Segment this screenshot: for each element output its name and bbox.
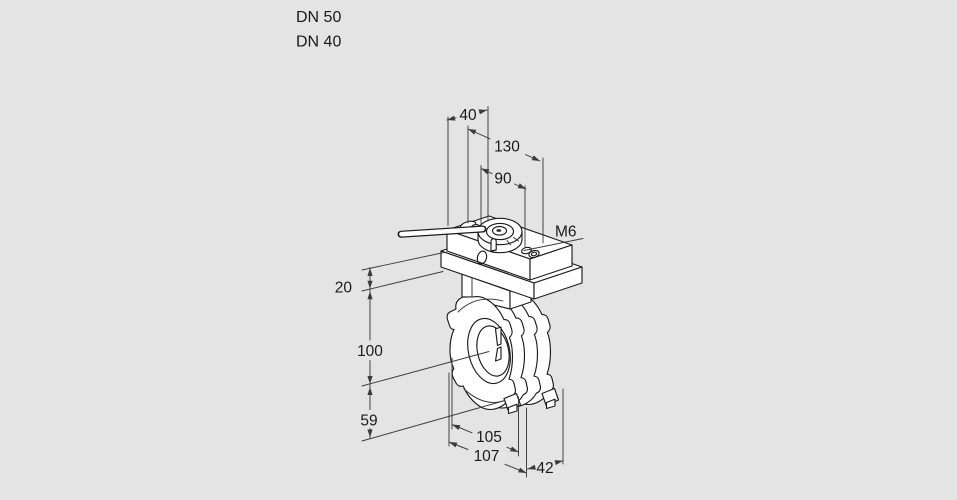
dim-90-label: 90: [494, 171, 512, 188]
dn50-label: DN 50: [296, 9, 341, 26]
butterfly-valve-body: [446, 273, 560, 415]
dimension-107: 107: [448, 441, 527, 474]
actuator-shaft-top: [477, 217, 523, 254]
dn40-label: DN 40: [296, 34, 341, 51]
dim-130-label: 130: [494, 139, 520, 156]
m6-callout: M6: [523, 224, 584, 251]
valve-bottom-tab: [503, 392, 522, 415]
actuator: [397, 215, 583, 300]
hand-lever: [397, 225, 487, 238]
dim-59-label: 59: [360, 413, 377, 430]
m6-holes: [521, 246, 540, 259]
dim-107-label: 107: [474, 448, 500, 465]
dim-105-label: 105: [476, 429, 502, 446]
dimension-130: 130: [467, 128, 541, 162]
valve-bore: [467, 317, 511, 385]
butterfly-disc-edge: [494, 346, 502, 362]
housing-front-oval-hole: [476, 250, 488, 265]
dim-100-label: 100: [357, 343, 383, 360]
butterfly-disc-edge: [494, 326, 502, 347]
dimension-105: 105: [451, 424, 519, 453]
dimension-42: 42: [527, 460, 564, 477]
dimension-90: 90: [480, 168, 527, 190]
dimension-left-stack: 20 100 59: [335, 267, 383, 439]
m6-label: M6: [555, 224, 577, 241]
dim-20-label: 20: [335, 280, 353, 297]
dim-40-label: 40: [459, 107, 477, 124]
nominal-size-labels: DN 50 DN 40: [296, 9, 341, 51]
dim-42-label: 42: [536, 460, 553, 477]
dimension-extension-lines: [361, 106, 564, 478]
dimension-40: 40: [446, 107, 488, 124]
actuator-pin: [490, 238, 497, 252]
